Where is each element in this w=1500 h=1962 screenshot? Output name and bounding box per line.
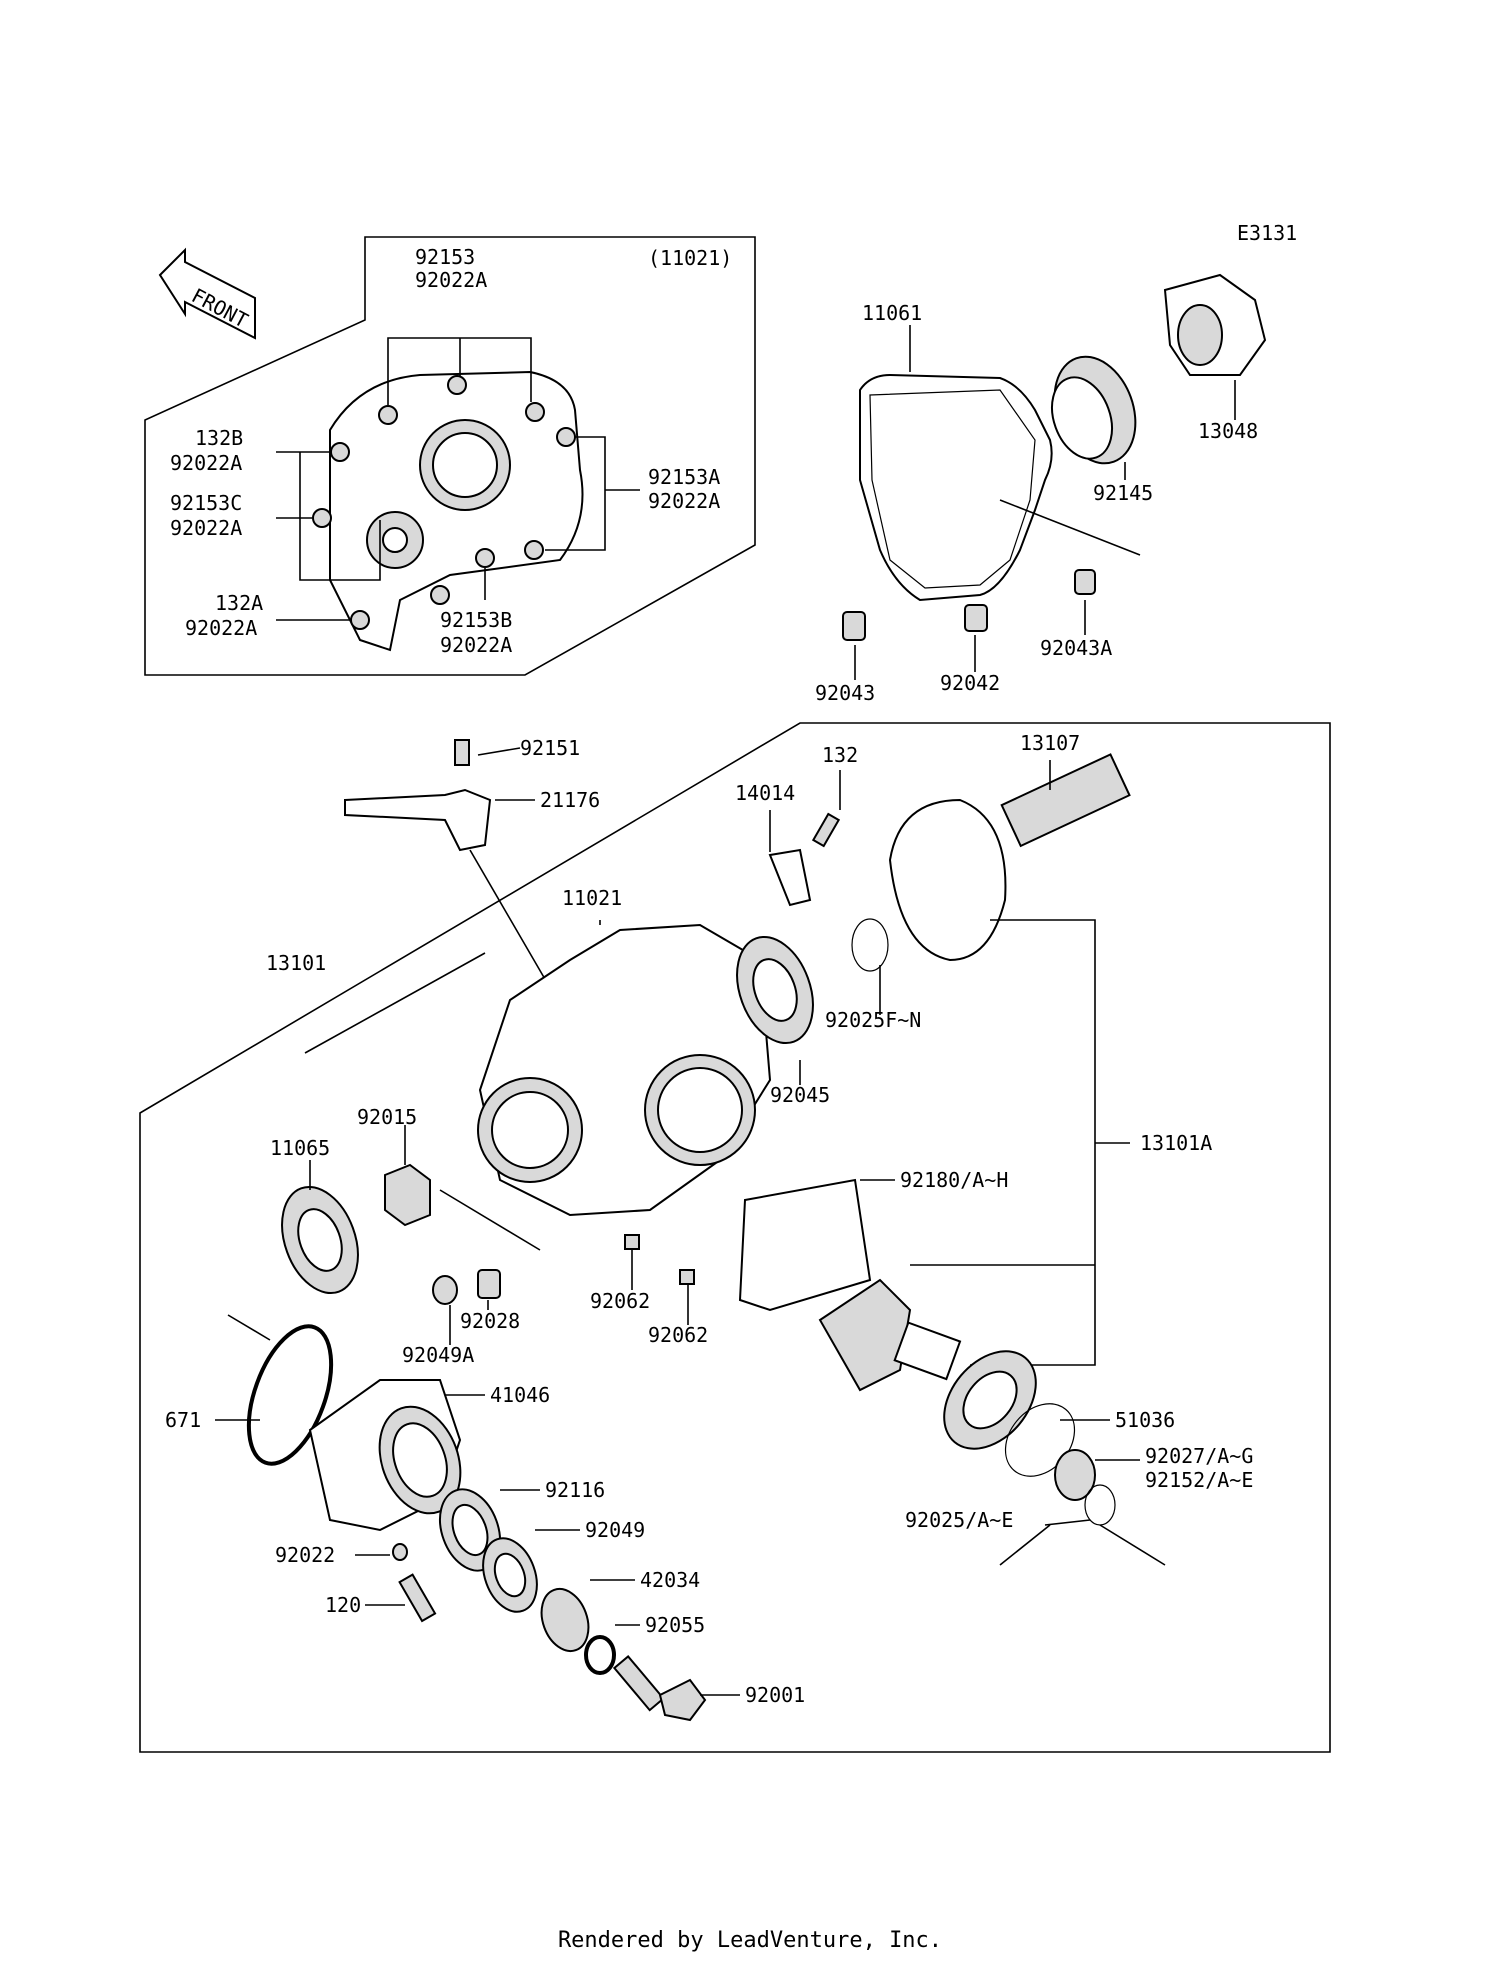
label-11061: 11061 [862,301,922,325]
label-92049: 92049 [585,1518,645,1542]
inset-cover-detail [144,236,756,676]
label-132B: 132B [195,426,243,450]
label-13101A: 13101A [1140,1131,1212,1155]
label-92153A: 92153A [648,465,720,489]
label-13048: 13048 [1198,419,1258,443]
label-92153B: 92153B [440,608,512,632]
label-11021: 11021 [562,886,622,910]
label-92025-A-E: 92025/A~E [905,1508,1013,1532]
label-120: 120 [325,1593,361,1617]
label-92022: 92022 [275,1543,335,1567]
label-132: 132 [822,743,858,767]
label-92022A-92153C: 92022A [170,516,242,540]
main-assembly-parts [215,739,1166,1722]
label-92049A: 92049A [402,1343,474,1367]
label-92025F-N: 92025F~N [825,1008,921,1032]
label-92055: 92055 [645,1613,705,1637]
label-51036: 51036 [1115,1408,1175,1432]
label-42034: 42034 [640,1568,700,1592]
label-92022A-132B: 92022A [170,451,242,475]
label-13101: 13101 [266,951,326,975]
diagram-code: E3131 [1237,221,1297,245]
gasket-group [842,273,1267,680]
label-92042: 92042 [940,671,1000,695]
label-92151: 92151 [520,736,580,760]
label-92152: 92152/A~E [1145,1468,1253,1492]
label-92028: 92028 [460,1309,520,1333]
label-92027: 92027/A~G [1145,1444,1253,1468]
label-13107: 13107 [1020,731,1080,755]
label-41046: 41046 [490,1383,550,1407]
label-92145: 92145 [1093,481,1153,505]
label-92043: 92043 [815,681,875,705]
label-92062-b: 92062 [648,1323,708,1347]
part-labels: E3131 (11021) 92153 92022A 132B 92022A 9… [165,221,1297,1707]
front-arrow: FRONT [158,247,256,340]
label-132A: 132A [215,591,263,615]
label-92153: 92153 [415,245,475,269]
label-92153C: 92153C [170,491,242,515]
inset-reference: (11021) [648,246,732,270]
label-21176: 21176 [540,788,600,812]
label-92022A-92153A: 92022A [648,489,720,513]
label-92045: 92045 [770,1083,830,1107]
label-11065: 11065 [270,1136,330,1160]
label-92022A-top: 92022A [415,268,487,292]
label-14014: 14014 [735,781,795,805]
label-92043A: 92043A [1040,636,1112,660]
label-92022A-92153B: 92022A [440,633,512,657]
label-671: 671 [165,1408,201,1432]
label-92022A-132A: 92022A [185,616,257,640]
label-92062-a: 92062 [590,1289,650,1313]
label-92001: 92001 [745,1683,805,1707]
label-92116: 92116 [545,1478,605,1502]
main-assembly-box [139,722,1331,1753]
footer-credit: Rendered by LeadVenture, Inc. [557,1928,943,1953]
label-92015: 92015 [357,1105,417,1129]
label-92180: 92180/A~H [900,1168,1008,1192]
